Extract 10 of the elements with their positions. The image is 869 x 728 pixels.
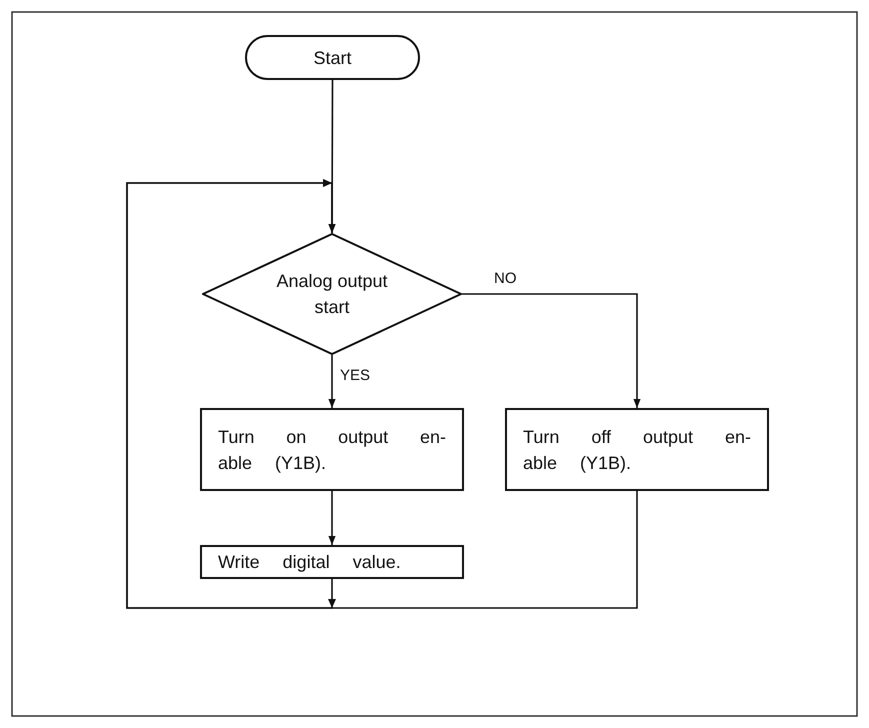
terminal-shape: [245, 35, 420, 80]
process-box: [505, 408, 769, 491]
step-text: Write digital value.: [217, 551, 402, 574]
process-box: [200, 408, 464, 491]
step-text: Turn off output en- able (Y1B).: [522, 426, 752, 475]
decision-diamond: [202, 233, 462, 355]
step-text: Analog output start: [275, 270, 389, 319]
step-text: Turn on output en- able (Y1B).: [217, 426, 447, 475]
process-box: [200, 545, 464, 579]
step-text: Start: [312, 46, 352, 70]
